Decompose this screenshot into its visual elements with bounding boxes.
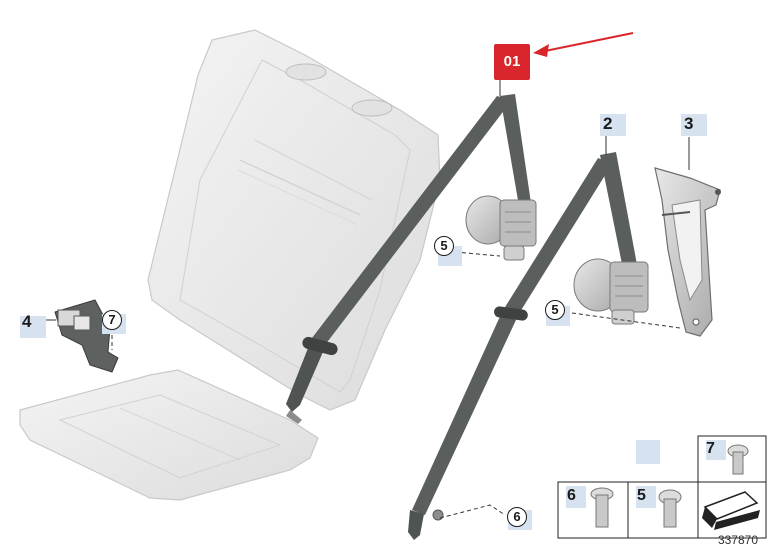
screw-icon-5: [658, 489, 682, 528]
screw-icon-6: [590, 487, 614, 528]
table-cell-label-6: 6: [567, 487, 576, 504]
belt-retractor-left: [465, 195, 537, 261]
highlight-box: [681, 114, 707, 136]
seat-backrest: [147, 29, 441, 411]
part-label-5-circle: 5: [545, 300, 565, 320]
table-cell-label-7: 7: [706, 440, 715, 457]
highlight-box: [600, 114, 626, 136]
part-label-3: 3: [684, 114, 694, 133]
part-label-4: 4: [22, 312, 32, 331]
leader-lines: [111, 251, 681, 519]
highlight-box: [706, 440, 726, 460]
screw-icon-7: [727, 444, 749, 475]
part-label-5-circle: 5: [434, 236, 454, 256]
diagram-number: 337870: [717, 533, 758, 547]
part-label-7-circle: 7: [102, 310, 122, 330]
highlight-box: [20, 316, 46, 338]
seat-belt-left: [286, 94, 532, 424]
symbol-icon: [702, 491, 760, 530]
red-arrow-icon: [533, 32, 634, 57]
callout-badge[interactable]: 01: [494, 44, 530, 80]
highlight-box: [636, 440, 660, 464]
part-label-2: 2: [603, 114, 613, 133]
highlight-box: [636, 486, 656, 508]
table-cell-label-5: 5: [637, 487, 646, 504]
part-label-6-circle: 6: [507, 507, 527, 527]
seat-cushion: [19, 369, 319, 501]
belt-retractor-right: [573, 258, 649, 325]
seat-belt-right: [408, 152, 638, 540]
highlight-box: [566, 486, 586, 508]
retractor-bracket: [654, 167, 721, 337]
parts-table: [557, 435, 767, 539]
